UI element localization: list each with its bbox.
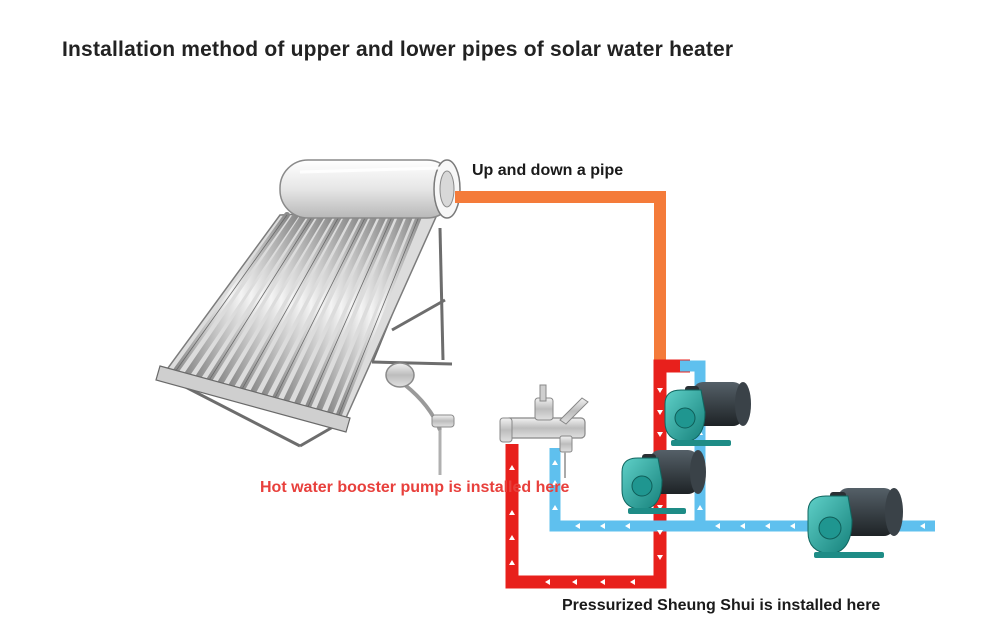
label-pressurized-pump: Pressurized Sheung Shui is installed her… <box>562 597 881 614</box>
pressurized-pump <box>807 488 903 558</box>
mixing-faucet <box>499 384 589 478</box>
main-supply-pipe <box>455 191 666 362</box>
label-up-down-pipe: Up and down a pipe <box>472 162 624 179</box>
shower-head <box>385 362 455 475</box>
label-hot-water-booster-pump: Hot water booster pump is installed here <box>260 479 570 496</box>
diagram-title: Installation method of upper and lower p… <box>62 38 734 61</box>
solar-water-heater <box>155 159 461 448</box>
booster-pump-upper <box>664 382 751 446</box>
booster-pump-lower <box>621 450 706 514</box>
